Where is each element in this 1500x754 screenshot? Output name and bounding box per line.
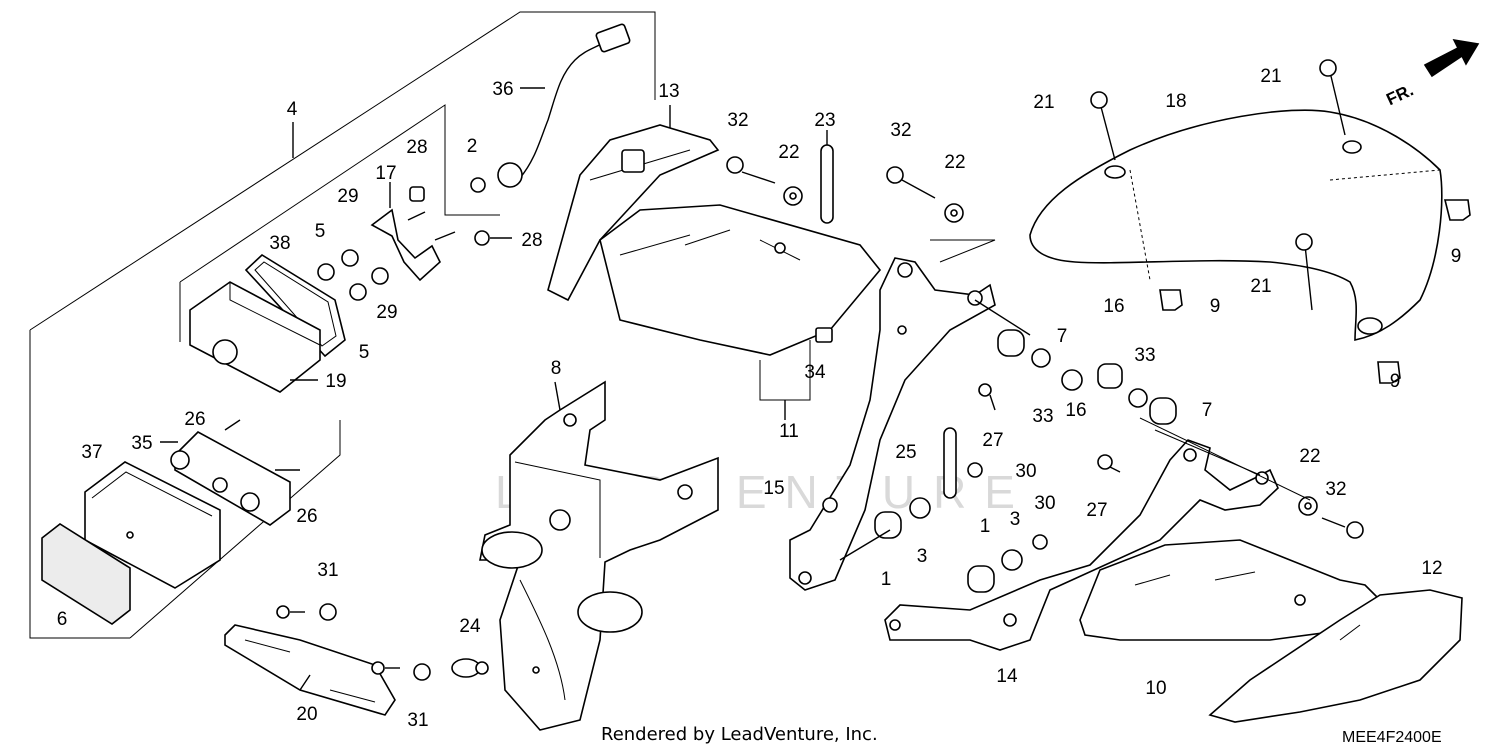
callout-25: 25 <box>895 442 916 463</box>
callout-29: 29 <box>337 186 358 207</box>
front-direction-indicator: FR. <box>1383 38 1480 109</box>
callout-23: 23 <box>814 110 835 131</box>
rear-mudguard-group <box>224 380 719 731</box>
callout-36: 36 <box>492 79 513 100</box>
callout-5: 5 <box>359 342 370 363</box>
callout-29: 29 <box>376 302 397 323</box>
callout-16: 16 <box>1065 400 1086 421</box>
callout-2: 2 <box>467 136 478 157</box>
callout-labels: 1123345567789991011121314151616171819202… <box>57 66 1462 731</box>
callout-12: 12 <box>1421 558 1442 579</box>
diagram-code: MEE4F2400E <box>1342 729 1442 746</box>
front-direction-label: FR. <box>1383 80 1416 109</box>
callout-1: 1 <box>980 516 991 537</box>
callout-32: 32 <box>1325 479 1346 500</box>
callout-8: 8 <box>551 358 562 379</box>
callout-1: 1 <box>881 569 892 590</box>
callout-10: 10 <box>1145 678 1166 699</box>
callout-26: 26 <box>296 506 317 527</box>
callout-9: 9 <box>1390 371 1401 392</box>
callout-7: 7 <box>1202 400 1213 421</box>
callout-24: 24 <box>459 616 481 637</box>
callout-21: 21 <box>1250 276 1271 297</box>
callout-3: 3 <box>1010 509 1021 530</box>
tail-light-group <box>29 11 656 639</box>
callout-22: 22 <box>1299 446 1320 467</box>
callout-20: 20 <box>296 704 317 725</box>
callout-30: 30 <box>1034 493 1055 514</box>
callout-14: 14 <box>996 666 1018 687</box>
callout-28: 28 <box>521 230 542 251</box>
callout-22: 22 <box>944 152 965 173</box>
callout-19: 19 <box>325 371 346 392</box>
callout-27: 27 <box>1086 500 1107 521</box>
callout-27: 27 <box>982 430 1003 451</box>
callout-37: 37 <box>81 442 102 463</box>
center-bracket-group <box>789 166 1083 591</box>
callout-31: 31 <box>317 560 338 581</box>
callout-38: 38 <box>269 233 290 254</box>
callout-16: 16 <box>1103 296 1124 317</box>
callout-30: 30 <box>1015 461 1036 482</box>
callout-35: 35 <box>131 433 152 454</box>
callout-21: 21 <box>1033 92 1054 113</box>
callout-3: 3 <box>917 546 928 567</box>
callout-6: 6 <box>57 609 68 630</box>
callout-33: 33 <box>1032 406 1053 427</box>
callout-34: 34 <box>804 362 826 383</box>
callout-9: 9 <box>1451 246 1462 267</box>
render-credit: Rendered by LeadVenture, Inc. <box>601 724 878 745</box>
callout-9: 9 <box>1210 296 1221 317</box>
callout-18: 18 <box>1165 91 1186 112</box>
callout-31: 31 <box>407 710 428 731</box>
callout-33: 33 <box>1134 345 1155 366</box>
callout-21: 21 <box>1260 66 1281 87</box>
callout-17: 17 <box>375 163 396 184</box>
callout-4: 4 <box>287 99 298 120</box>
callout-5: 5 <box>315 221 326 242</box>
callout-7: 7 <box>1057 326 1068 347</box>
callout-32: 32 <box>890 120 911 141</box>
callout-22: 22 <box>778 142 799 163</box>
callout-15: 15 <box>763 478 784 499</box>
upper-center-group <box>547 105 882 420</box>
callout-11: 11 <box>779 421 799 442</box>
right-parts-group <box>884 59 1471 723</box>
callout-26: 26 <box>184 409 205 430</box>
callout-28: 28 <box>406 137 427 158</box>
callout-32: 32 <box>727 110 748 131</box>
callout-13: 13 <box>658 81 679 102</box>
